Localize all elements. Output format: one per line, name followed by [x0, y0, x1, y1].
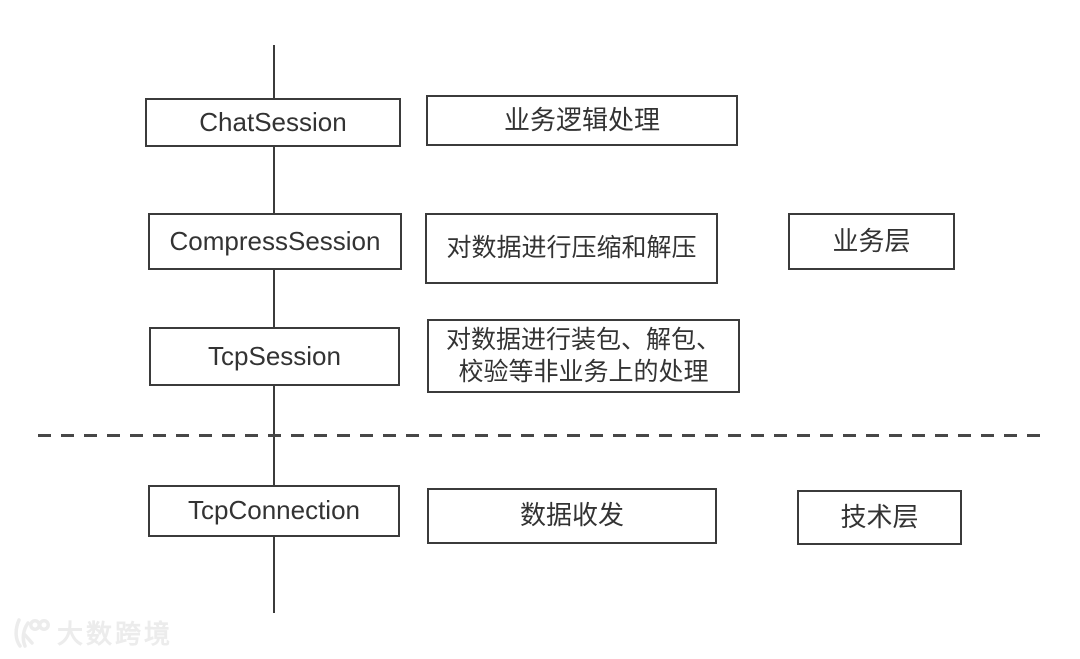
node-tcp-connection: TcpConnection [148, 485, 400, 537]
desc-label: 业务逻辑处理 [503, 104, 660, 135]
desc-tcp-session: 对数据进行装包、解包、 校验等非业务上的处理 [427, 319, 740, 393]
brand-name: 大数跨境 [57, 619, 174, 649]
desc-label: 数据收发 [519, 500, 624, 531]
node-chat-session: ChatSession [145, 98, 401, 147]
node-label: CompressSession [169, 225, 381, 256]
layer-label-business: 业务层 [788, 213, 955, 270]
layer-label-technical: 技术层 [797, 490, 962, 545]
desc-chat-session: 业务逻辑处理 [426, 95, 738, 146]
node-compress-session: CompressSession [148, 213, 402, 270]
desc-compress-session: 对数据进行压缩和解压 [425, 213, 718, 284]
layer-divider-dashed-line [38, 434, 1042, 437]
node-tcp-session: TcpSession [149, 327, 400, 386]
layer-label: 业务层 [832, 225, 911, 256]
desc-tcp-connection: 数据收发 [427, 488, 717, 544]
watermark: 大数跨境 [12, 614, 173, 651]
node-label: TcpSession [208, 340, 341, 371]
brand-100-figure-logo-icon [14, 617, 50, 648]
node-label: ChatSession [199, 106, 347, 137]
desc-label: 对数据进行装包、解包、 校验等非业务上的处理 [445, 325, 721, 387]
node-label: TcpConnection [188, 495, 360, 526]
desc-label: 对数据进行压缩和解压 [446, 234, 697, 263]
layer-label: 技术层 [840, 501, 919, 532]
